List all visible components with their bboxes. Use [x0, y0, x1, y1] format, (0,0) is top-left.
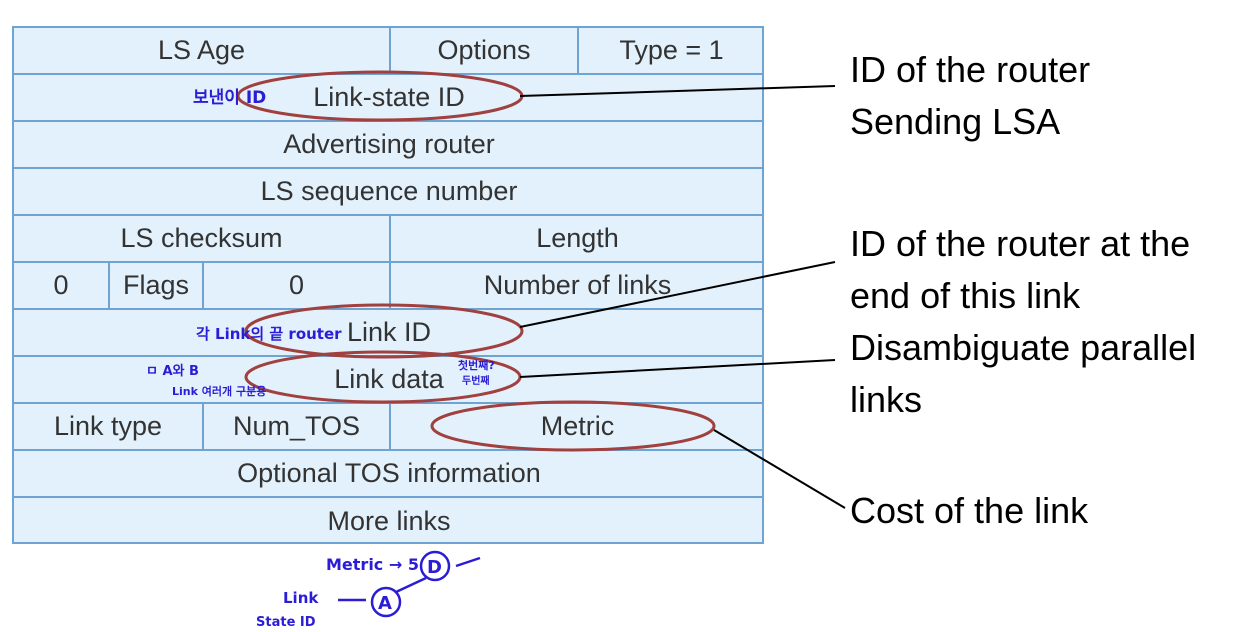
link-id-field: Link ID: [346, 317, 432, 347]
table-row: More links: [14, 498, 762, 545]
optional-tos-field: Optional TOS information: [237, 458, 541, 488]
number-of-links-field: Number of links: [389, 263, 764, 308]
node-link-line: [395, 576, 427, 594]
flags-field: Flags: [108, 263, 202, 308]
link-data-field: Link data: [334, 364, 444, 394]
node-d-arrow: [455, 556, 481, 568]
advertising-router-field: Advertising router: [283, 129, 495, 159]
reserved-zero-field-2: 0: [202, 263, 389, 308]
table-row: LS Age Options Type = 1: [14, 28, 762, 75]
table-row: Link type Num_TOS Metric: [14, 404, 762, 451]
link-state-id-field: Link-state ID: [313, 82, 465, 112]
handwritten-state-id-label: State ID: [256, 615, 316, 630]
num-tos-field: Num_TOS: [202, 404, 389, 449]
node-d-circle: [419, 550, 451, 582]
reserved-zero-field: 0: [53, 270, 69, 300]
table-row: LS checksum Length: [14, 216, 762, 263]
table-row: Optional TOS information: [14, 451, 762, 498]
handwritten-link-label: Link: [283, 589, 319, 607]
table-row: LS sequence number: [14, 169, 762, 216]
table-row: Link-state ID: [14, 75, 762, 122]
link-type-field: Link type: [53, 411, 163, 441]
table-row: Advertising router: [14, 122, 762, 169]
node-a-label: A: [378, 593, 392, 614]
ls-sequence-number-field: LS sequence number: [260, 176, 518, 206]
ls-age-field: LS Age: [157, 35, 246, 65]
handwritten-metric-example: Metric → 5: [326, 555, 419, 574]
options-field: Options: [389, 28, 577, 73]
ls-checksum-field: LS checksum: [120, 223, 283, 253]
table-row: Link data: [14, 357, 762, 404]
type-field: Type = 1: [577, 28, 764, 73]
table-row: 0 Flags 0 Number of links: [14, 263, 762, 310]
node-a-circle: [370, 586, 402, 618]
router-lsa-format-table: LS Age Options Type = 1 Link-state ID Ad…: [12, 26, 764, 544]
more-links-field: More links: [327, 506, 451, 536]
table-row: Link ID: [14, 310, 762, 357]
length-field: Length: [389, 216, 764, 261]
metric-field: Metric: [389, 404, 764, 449]
node-d-label: D: [427, 557, 442, 578]
note-metric: Cost of the link: [850, 490, 1089, 531]
